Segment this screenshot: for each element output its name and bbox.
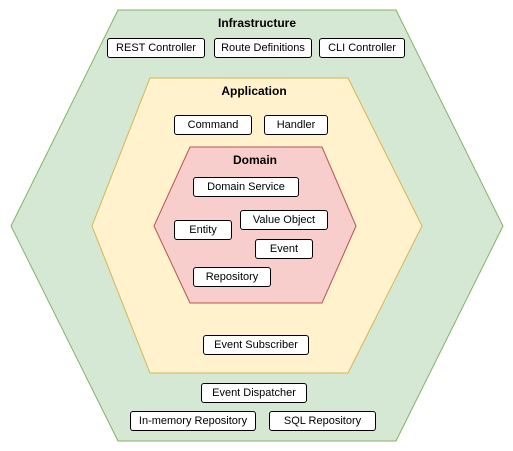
repository-box: Repository [193,267,271,287]
event-subscriber-box: Event Subscriber [203,335,309,355]
route-definitions-box: Route Definitions [214,38,312,58]
infrastructure-title: Infrastructure [217,16,297,30]
application-title: Application [221,84,287,98]
domain-title: Domain [232,153,278,167]
cli-controller-box: CLI Controller [319,38,405,58]
rest-controller-box: REST Controller [107,38,205,58]
handler-box: Handler [264,115,328,135]
command-box: Command [174,115,252,135]
event-dispatcher-box: Event Dispatcher [201,383,307,403]
sql-repository-box: SQL Repository [269,411,376,431]
domain-service-box: Domain Service [193,177,299,197]
entity-box: Entity [174,220,232,240]
event-box: Event [255,239,313,259]
in-memory-repository-box: In-memory Repository [130,411,256,431]
value-object-box: Value Object [240,210,328,230]
